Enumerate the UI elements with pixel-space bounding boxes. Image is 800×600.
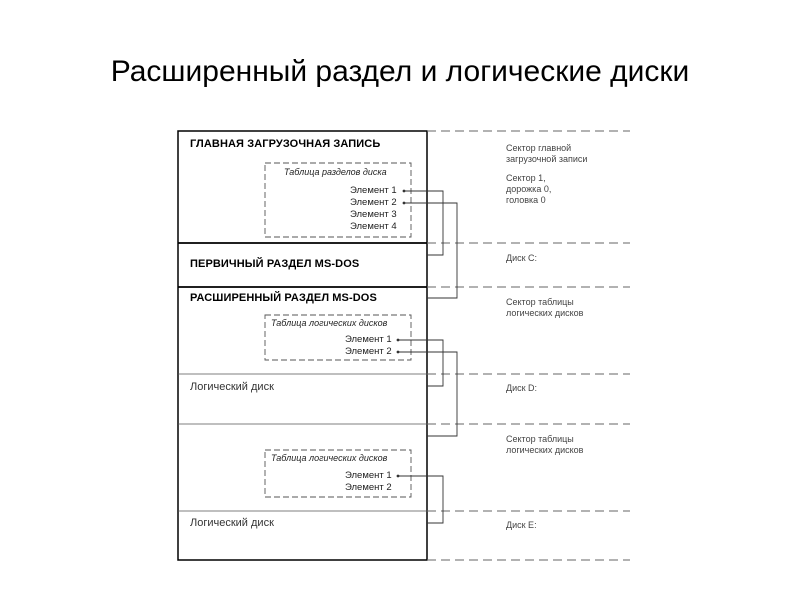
pointer-mbr-entry1: [404, 190, 444, 256]
note-ebr-sector-2: Сектор таблицы логических дисков: [506, 434, 584, 455]
disk-column: [177, 130, 428, 561]
mbr-table-box: [264, 162, 412, 238]
mbr-table-caption: Таблица разделов диска: [284, 167, 387, 177]
mbr-entry-4: Элемент 4: [350, 221, 397, 232]
ebr2-entry-2: Элемент 2: [345, 482, 392, 493]
pointer-dot: [396, 338, 400, 342]
logical-disk-2-label: Логический диск: [190, 517, 274, 529]
pointer-dot: [402, 201, 406, 205]
extended-partition-label: РАСШИРЕННЫЙ РАЗДЕЛ MS-DOS: [190, 292, 377, 304]
note-disk-c: Диск C:: [506, 253, 538, 263]
note-ebr-sector-1: Сектор таблицы логических дисков: [506, 297, 584, 318]
mbr-entry-3: Элемент 3: [350, 209, 397, 220]
ebr1-entry-1: Элемент 1: [345, 334, 392, 345]
pointer-ebr2-entry1: [398, 475, 444, 524]
pointer-ebr1-entry2: [398, 351, 458, 437]
note-mbr-sector: Сектор главной загрузочной записи: [506, 143, 588, 164]
note-disk-e: Диск E:: [506, 520, 537, 530]
ebr1-entry-2: Элемент 2: [345, 346, 392, 357]
ebr2-table-box: [264, 449, 412, 498]
pointer-dot: [396, 474, 400, 478]
slide-title: Расширенный раздел и логические диски: [110, 55, 690, 88]
note-mbr-location: Сектор 1, дорожка 0, головка 0: [506, 173, 552, 205]
mbr-label: ГЛАВНАЯ ЗАГРУЗОЧНАЯ ЗАПИСЬ: [190, 138, 381, 150]
mbr-entry-1: Элемент 1: [350, 185, 397, 196]
pointer-dot: [396, 350, 400, 354]
logical-disk-1-label: Логический диск: [190, 381, 274, 393]
pointer-ebr1-entry1: [398, 339, 444, 387]
ebr2-table-caption: Таблица логических дисков: [271, 453, 388, 463]
pointer-mbr-entry2: [404, 202, 458, 299]
ebr1-table-caption: Таблица логических дисков: [271, 318, 388, 328]
mbr-entry-2: Элемент 2: [350, 197, 397, 208]
ebr2-entry-1: Элемент 1: [345, 470, 392, 481]
note-disk-d: Диск D:: [506, 383, 538, 393]
pointer-dot: [402, 189, 406, 193]
boundary-guides: [427, 130, 630, 561]
ebr1-table-box: [264, 314, 412, 361]
primary-partition-label: ПЕРВИЧНЫЙ РАЗДЕЛ MS-DOS: [190, 258, 360, 270]
